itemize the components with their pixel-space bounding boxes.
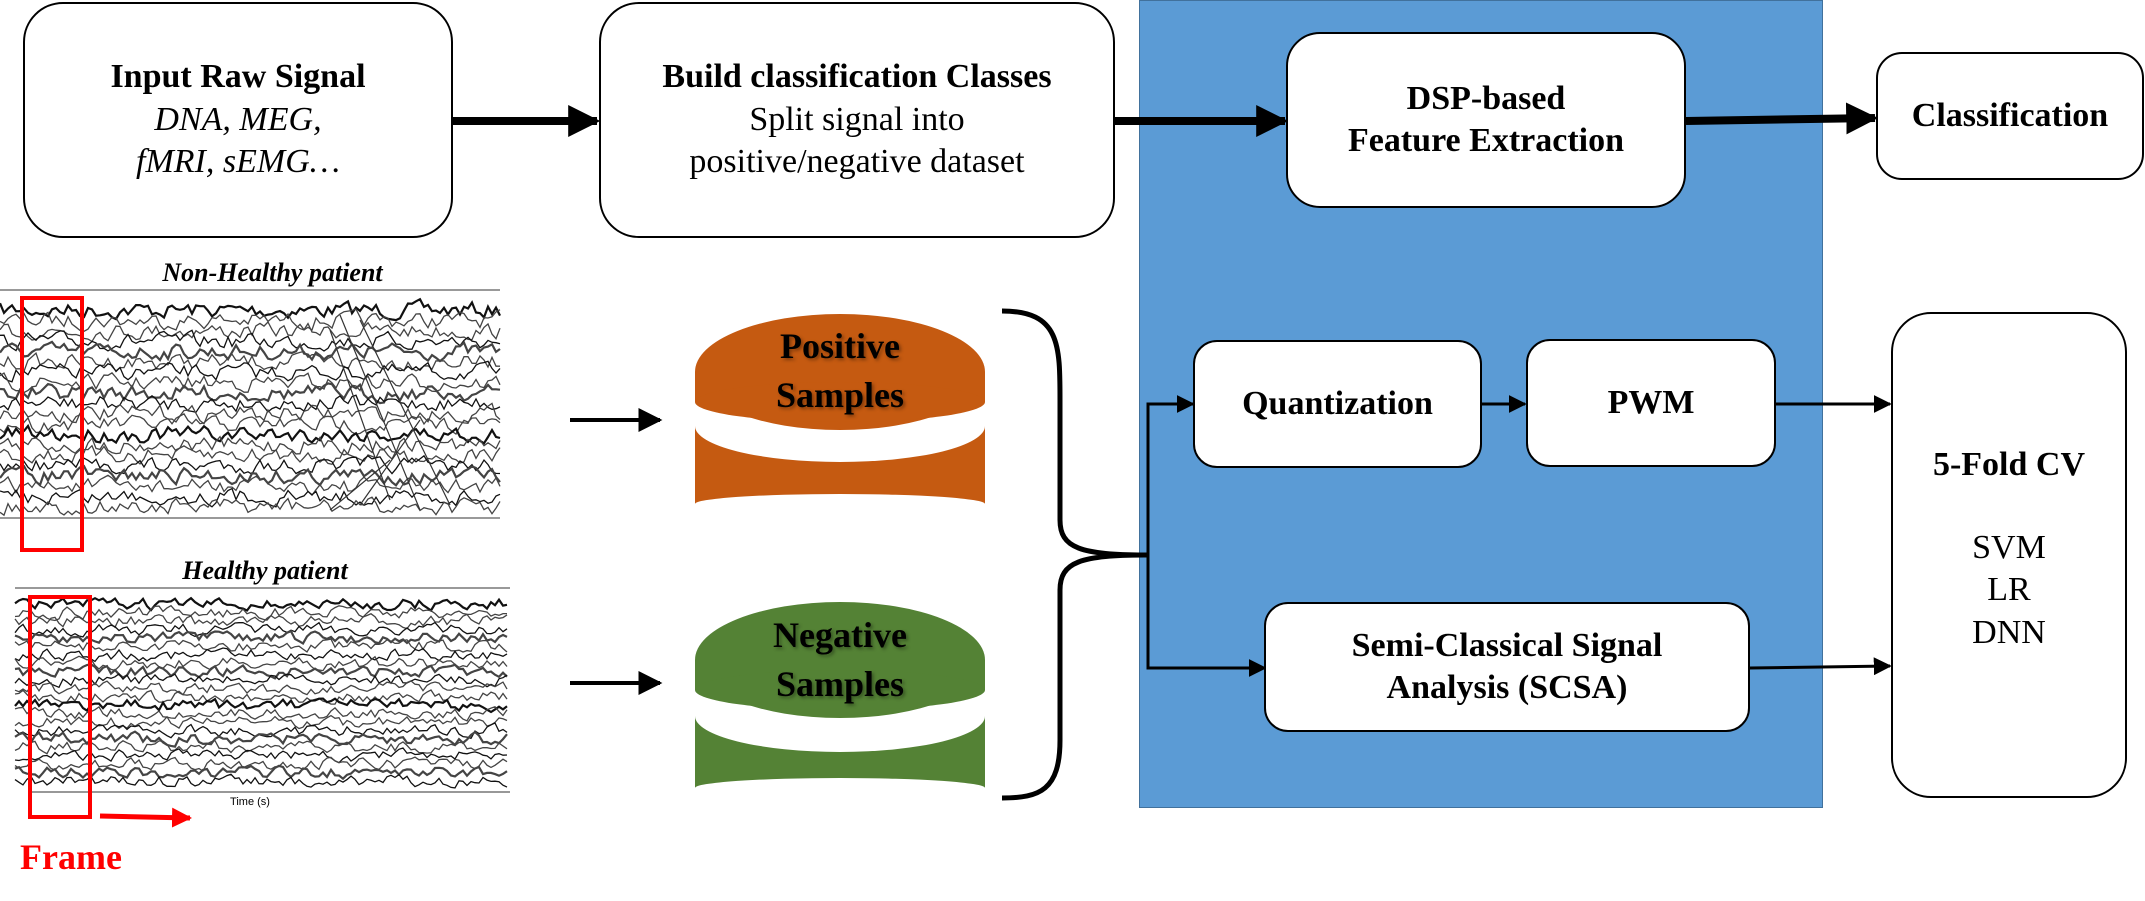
frame-label: Frame [20, 837, 122, 877]
arrow-scsa-to-cv [1749, 657, 1892, 676]
positive-line2: Samples [775, 374, 905, 415]
build-line2: positive/negative dataset [689, 143, 1025, 181]
quantization-box: Quantization [1193, 340, 1482, 468]
eeg-trace-healthy [14, 604, 507, 622]
frame-arrow [99, 807, 192, 828]
eeg-trace-healthy [14, 663, 508, 680]
negative-line1: Negative [773, 615, 907, 655]
input-line1: DNA, MEG, [154, 100, 322, 138]
negative-samples-label: Negative Samples [700, 611, 980, 708]
eeg-trace-nonhealthy [0, 423, 501, 445]
time-axis-label: Time (s) [230, 796, 270, 808]
eeg-trace-healthy [14, 730, 508, 748]
cv-box: 5-Fold CV SVM LR DNN [1891, 312, 2127, 798]
input-line2: fMRI, sEMG… [136, 143, 340, 181]
eeg-trace-healthy [14, 673, 508, 689]
positive-line1: Positive [780, 326, 900, 366]
cv-method-lr: LR [1987, 571, 2031, 608]
cv-title: 5-Fold CV [1932, 446, 2086, 483]
input-title: Input Raw Signal [110, 58, 366, 96]
eeg-trace-nonhealthy [0, 360, 501, 383]
positive-db-icon [695, 314, 985, 514]
eeg-trace-healthy [14, 739, 508, 755]
eeg-trace-healthy [14, 613, 508, 630]
eeg-trace-nonhealthy [0, 444, 501, 466]
classification-label: Classification [1911, 96, 2109, 134]
frame-box-nonhealthy [20, 296, 84, 552]
eeg-trace-healthy [14, 689, 508, 705]
eeg-trace-healthy [14, 764, 508, 781]
eeg-nonhealthy-traces [0, 297, 501, 517]
input-raw-signal-box: Input Raw Signal DNA, MEG, fMRI, sEMG… [23, 2, 453, 238]
eeg-artifact-line [329, 329, 391, 501]
cv-method-dnn: DNN [1972, 613, 2046, 651]
scsa-line2: Analysis (SCSA) [1386, 669, 1628, 706]
dsp-feature-box: DSP-based Feature Extraction [1286, 32, 1686, 208]
frame-box-healthy [28, 595, 92, 819]
eeg-trace-healthy [14, 756, 508, 772]
eeg-trace-healthy [14, 697, 508, 714]
eeg-trace-nonhealthy [0, 329, 501, 352]
arrow-to-scsa [1146, 555, 1267, 677]
eeg-trace-healthy [14, 629, 508, 646]
eeg-trace-healthy [14, 714, 508, 730]
scsa-box: Semi-Classical Signal Analysis (SCSA) [1264, 602, 1750, 732]
classification-box: Classification [1876, 52, 2144, 180]
eeg-trace-nonhealthy [0, 308, 501, 332]
negative-db-icon [695, 602, 985, 798]
negative-line2: Samples [775, 663, 905, 704]
pwm-label: PWM [1607, 383, 1695, 421]
eeg-trace-nonhealthy [0, 394, 501, 414]
cv-method-svm: SVM [1972, 528, 2046, 566]
positive-samples-label: Positive Samples [700, 322, 980, 419]
arrow-to-quantization [1146, 395, 1195, 555]
eeg-artifact-line [339, 314, 421, 511]
build-title: Build classification Classes [662, 58, 1052, 96]
healthy-title: Healthy patient [182, 556, 348, 585]
eeg-artifact-line [329, 459, 391, 511]
pwm-box: PWM [1526, 339, 1776, 467]
eeg-trace-nonhealthy [0, 297, 501, 322]
arrow-dsp-to-classification [1685, 102, 1879, 135]
eeg-artifact-line [359, 319, 451, 506]
eeg-trace-nonhealthy [0, 320, 501, 343]
eeg-artifact-line [359, 419, 421, 506]
dsp-line1: DSP-based [1406, 79, 1566, 117]
eeg-trace-healthy [14, 773, 508, 789]
eeg-trace-healthy [14, 747, 508, 764]
eeg-trace-nonhealthy [0, 487, 501, 508]
eeg-trace-nonhealthy [0, 464, 501, 487]
eeg-trace-healthy [14, 638, 508, 653]
samples-brace [1001, 308, 1149, 801]
eeg-trace-healthy [14, 647, 508, 663]
quantization-label: Quantization [1242, 384, 1433, 422]
eeg-trace-healthy [14, 705, 508, 722]
eeg-trace-healthy [14, 680, 508, 696]
eeg-healthy-traces [14, 596, 508, 789]
eeg-trace-healthy [14, 655, 508, 672]
scsa-line1: Semi-Classical Signal [1351, 626, 1663, 664]
dsp-line2: Feature Extraction [1347, 122, 1625, 159]
build-classes-box: Build classification Classes Split signa… [599, 2, 1115, 238]
build-line1: Split signal into [749, 100, 965, 138]
eeg-trace-healthy [14, 596, 508, 613]
nonhealthy-title: Non-Healthy patient [162, 258, 383, 287]
eeg-trace-healthy [14, 621, 508, 638]
